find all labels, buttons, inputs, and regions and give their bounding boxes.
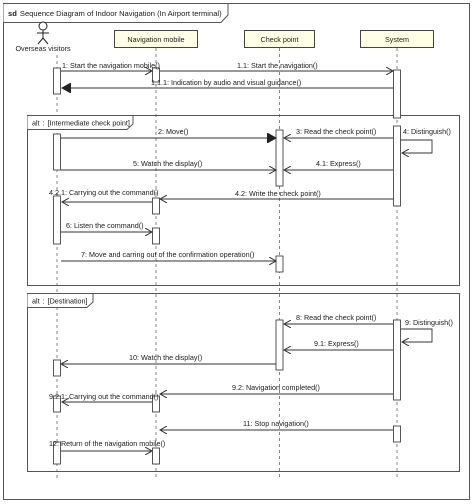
msg-2: 2: Move(): [158, 127, 188, 136]
msg-4-2: 4.2: Write the check point(): [235, 189, 321, 198]
msg-5: 5: Watch the display(): [133, 159, 202, 168]
svg-text:Navigation mobile: Navigation mobile: [127, 35, 184, 44]
svg-text:Check point: Check point: [261, 35, 299, 44]
msg-1-1: 1.1: Start the navigation(): [237, 61, 318, 70]
lifeline-header-checkpoint: Check point: [244, 30, 315, 48]
lifeline-header-nav: Navigation mobile: [114, 30, 198, 48]
msg-4-2-1: 4.2.1: Carrying out the command(): [49, 188, 158, 197]
alt-fragment-intermediate: alt:[Intermediate check point]: [27, 115, 460, 286]
activation-bars: [53, 67, 401, 465]
svg-text:alt:[Destination]: alt:[Destination]: [32, 297, 88, 306]
msg-1-1-1: 1.1.1: Indication by audio and visual gu…: [151, 78, 301, 87]
msg-11: 11: Stop navigation(): [243, 419, 309, 428]
message-labels: 1: Start the navigation mobile() 1.1: St…: [49, 61, 453, 448]
svg-text:System: System: [385, 35, 409, 44]
msg-4: 4: Distinguish(): [403, 127, 451, 136]
svg-text:alt:[Intermediate check point]: alt:[Intermediate check point]: [32, 119, 130, 128]
lifeline-header-system: System: [360, 30, 434, 48]
msg-10: 10: Watch the display(): [129, 353, 202, 362]
msg-9-1: 9.1: Express(): [314, 339, 359, 348]
msg-4-1: 4.1: Express(): [316, 159, 361, 168]
msg-8: 8: Read the check point(): [296, 313, 376, 322]
actor-overseas-visitors: Overseas visitors: [15, 21, 71, 53]
msg-9-2-1: 9.2.1: Carrying out the command(): [49, 392, 158, 401]
msg-12: 12: Return of the navigation mobile(): [49, 439, 165, 448]
msg-1: 1: Start the navigation mobile(): [62, 61, 160, 70]
msg-9: 9: Distinguish(): [405, 318, 453, 327]
actor-label: Overseas visitors: [15, 44, 71, 53]
messages: [61, 71, 433, 451]
alt-fragment-destination: alt:[Destination]: [27, 293, 460, 472]
msg-6: 6: Listen the command(): [66, 221, 144, 230]
actor-head-icon: [38, 21, 48, 31]
msg-7: 7: Move and carring out of the confirmat…: [81, 250, 254, 259]
msg-9-2: 9.2: Navigation completed(): [232, 383, 320, 392]
msg-3: 3: Read the check point(): [296, 127, 376, 136]
lifelines: [56, 48, 398, 480]
